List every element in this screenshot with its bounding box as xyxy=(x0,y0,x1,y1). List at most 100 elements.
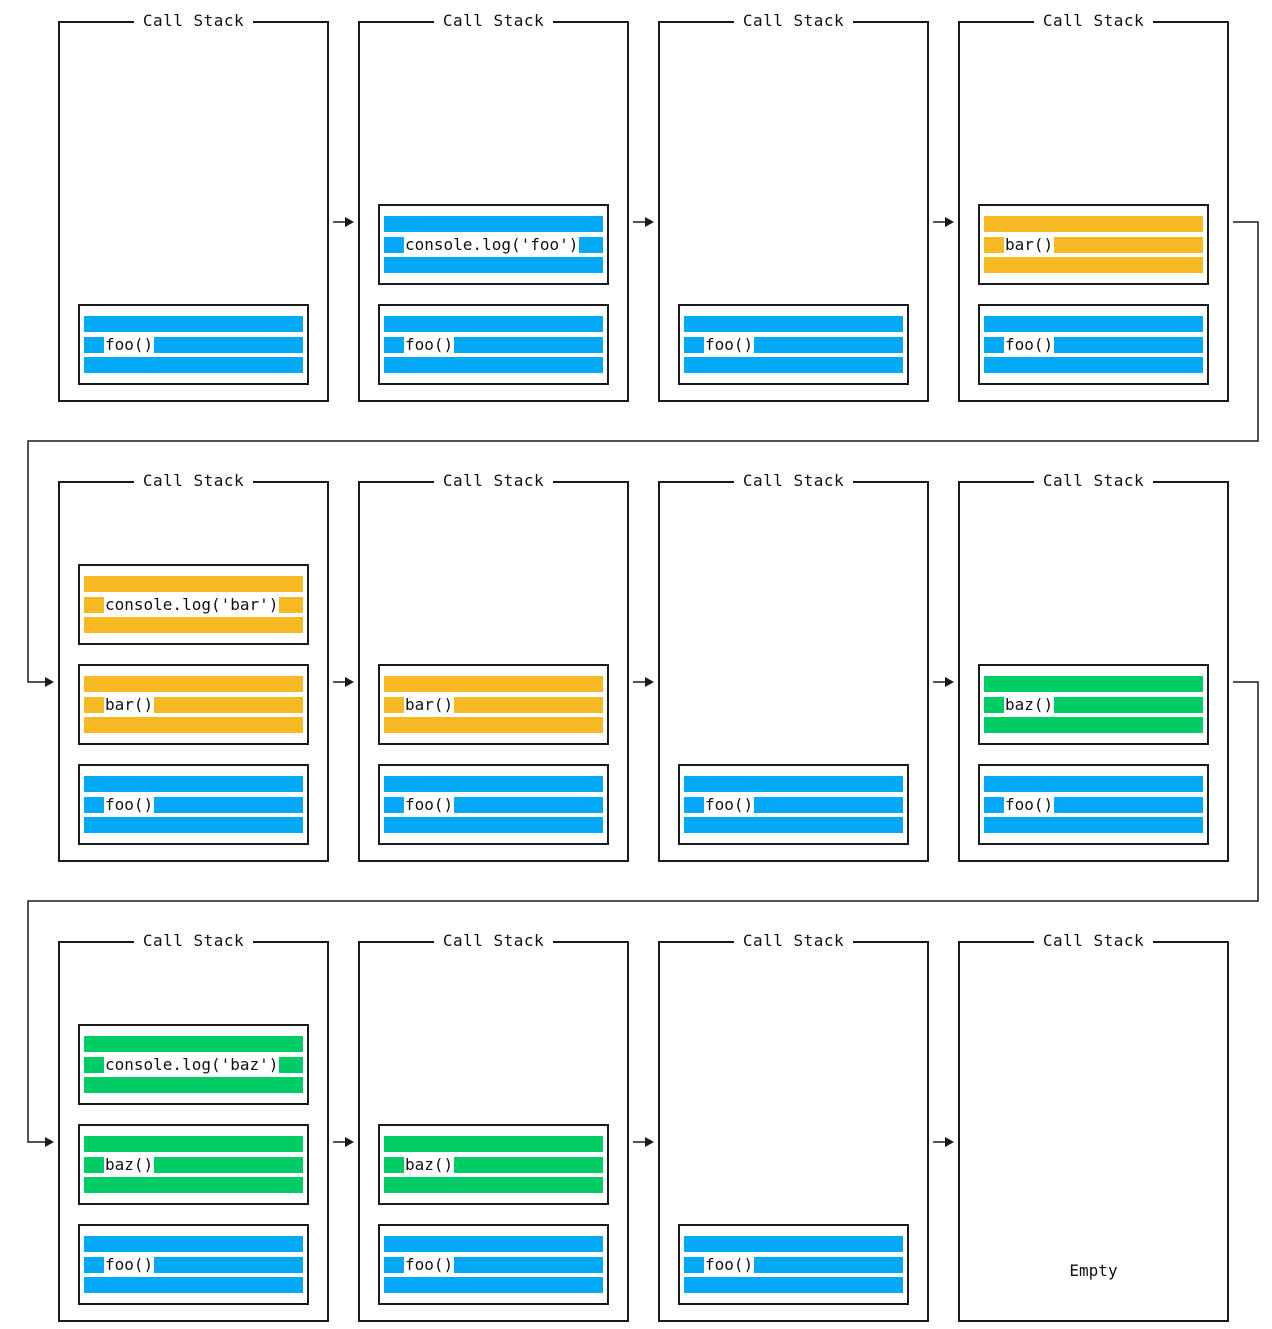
frame-label: baz() xyxy=(1004,695,1055,714)
panel-title-text: Call Stack xyxy=(433,931,554,950)
stack-frame: foo() xyxy=(78,304,309,385)
row-wrap-arrow-line xyxy=(27,681,1259,1143)
frame-color-bar xyxy=(84,576,303,592)
frame-color-bar xyxy=(384,776,603,792)
stack-frame: bar() xyxy=(78,664,309,745)
frame-color-bar xyxy=(984,676,1203,692)
arrow-head-icon xyxy=(345,217,354,227)
frame-color-bar xyxy=(384,357,603,373)
frame-color-bar xyxy=(384,216,603,232)
panel-title: Call Stack xyxy=(360,11,627,31)
frame-color-bar xyxy=(84,617,303,633)
frame-color-bar xyxy=(84,316,303,332)
stack-frame: foo() xyxy=(678,304,909,385)
panel-title: Call Stack xyxy=(660,471,927,491)
frame-color-bar xyxy=(984,357,1203,373)
frame-label: bar() xyxy=(404,695,455,714)
frame-color-bar xyxy=(384,717,603,733)
frame-color-bar xyxy=(84,676,303,692)
stack-frame: foo() xyxy=(978,764,1209,845)
frame-color-bar xyxy=(384,316,603,332)
panel-title-text: Call Stack xyxy=(1033,471,1154,490)
panel-title: Call Stack xyxy=(960,471,1227,491)
call-stack-panel: Call Stack bar() foo() xyxy=(358,471,629,862)
arrow-head-icon xyxy=(45,1137,54,1147)
frame-label: baz() xyxy=(404,1155,455,1174)
frame-color-bar xyxy=(684,776,903,792)
frame-color-bar xyxy=(684,316,903,332)
panel-title: Call Stack xyxy=(960,11,1227,31)
frame-color-bar xyxy=(84,1077,303,1093)
frame-color-bar xyxy=(684,357,903,373)
panel-title: Call Stack xyxy=(660,11,927,31)
frame-label: foo() xyxy=(104,795,155,814)
frame-color-bar xyxy=(384,676,603,692)
panel-title-text: Call Stack xyxy=(1033,11,1154,30)
frame-label: bar() xyxy=(104,695,155,714)
frame-label: foo() xyxy=(704,795,755,814)
arrow-head-icon xyxy=(945,1137,954,1147)
panel-title-text: Call Stack xyxy=(133,11,254,30)
stack-frame: bar() xyxy=(378,664,609,745)
arrow-head-icon xyxy=(645,677,654,687)
panel-title: Call Stack xyxy=(60,931,327,951)
frame-label: baz() xyxy=(104,1155,155,1174)
frame-color-bar xyxy=(384,1277,603,1293)
panel-title-text: Call Stack xyxy=(133,931,254,950)
stack-frame: foo() xyxy=(78,1224,309,1305)
frame-color-bar xyxy=(84,1236,303,1252)
arrow-head-icon xyxy=(645,217,654,227)
frame-color-bar xyxy=(384,1177,603,1193)
arrow-head-icon xyxy=(645,1137,654,1147)
panel-title-text: Call Stack xyxy=(733,931,854,950)
frame-color-bar xyxy=(984,717,1203,733)
frame-label: foo() xyxy=(404,335,455,354)
stack-frame: baz() xyxy=(378,1124,609,1205)
call-stack-panel: Call Stack foo() xyxy=(58,11,329,402)
frame-color-bar xyxy=(84,1277,303,1293)
stack-frame: foo() xyxy=(378,304,609,385)
frame-label: foo() xyxy=(704,1255,755,1274)
frame-color-bar xyxy=(84,1036,303,1052)
frame-color-bar xyxy=(684,1236,903,1252)
frame-color-bar xyxy=(84,1177,303,1193)
frame-color-bar xyxy=(84,357,303,373)
frame-label: foo() xyxy=(104,1255,155,1274)
frame-label: foo() xyxy=(704,335,755,354)
frame-color-bar xyxy=(984,216,1203,232)
panel-title-text: Call Stack xyxy=(133,471,254,490)
stack-frame: console.log('foo') xyxy=(378,204,609,285)
stack-frame: foo() xyxy=(678,764,909,845)
frame-label: foo() xyxy=(1004,335,1055,354)
frame-color-bar xyxy=(84,776,303,792)
panel-title-text: Call Stack xyxy=(733,11,854,30)
frame-color-bar xyxy=(984,776,1203,792)
frame-label: console.log('bar') xyxy=(104,595,280,614)
frame-color-bar xyxy=(984,817,1203,833)
stack-frame: foo() xyxy=(78,764,309,845)
call-stack-panel: Call Stack console.log('bar') bar() foo() xyxy=(58,471,329,862)
panel-title: Call Stack xyxy=(660,931,927,951)
panel-title: Call Stack xyxy=(360,471,627,491)
panel-title: Call Stack xyxy=(360,931,627,951)
frame-label: console.log('baz') xyxy=(104,1055,280,1074)
arrow-head-icon xyxy=(945,217,954,227)
call-stack-panel: Call Stack console.log('baz') baz() foo() xyxy=(58,931,329,1322)
frame-label: foo() xyxy=(1004,795,1055,814)
panel-title: Call Stack xyxy=(60,471,327,491)
stack-frame: console.log('baz') xyxy=(78,1024,309,1105)
arrow-head-icon xyxy=(45,677,54,687)
frame-color-bar xyxy=(384,817,603,833)
stack-frame: foo() xyxy=(378,764,609,845)
panel-title: Call Stack xyxy=(960,931,1227,951)
panel-title-text: Call Stack xyxy=(733,471,854,490)
call-stack-panel: Call Stack foo() xyxy=(658,471,929,862)
frame-color-bar xyxy=(684,1277,903,1293)
frame-color-bar xyxy=(384,1236,603,1252)
call-stack-panel: Call Stack baz() foo() xyxy=(958,471,1229,862)
stack-frame: console.log('bar') xyxy=(78,564,309,645)
frame-color-bar xyxy=(384,1136,603,1152)
